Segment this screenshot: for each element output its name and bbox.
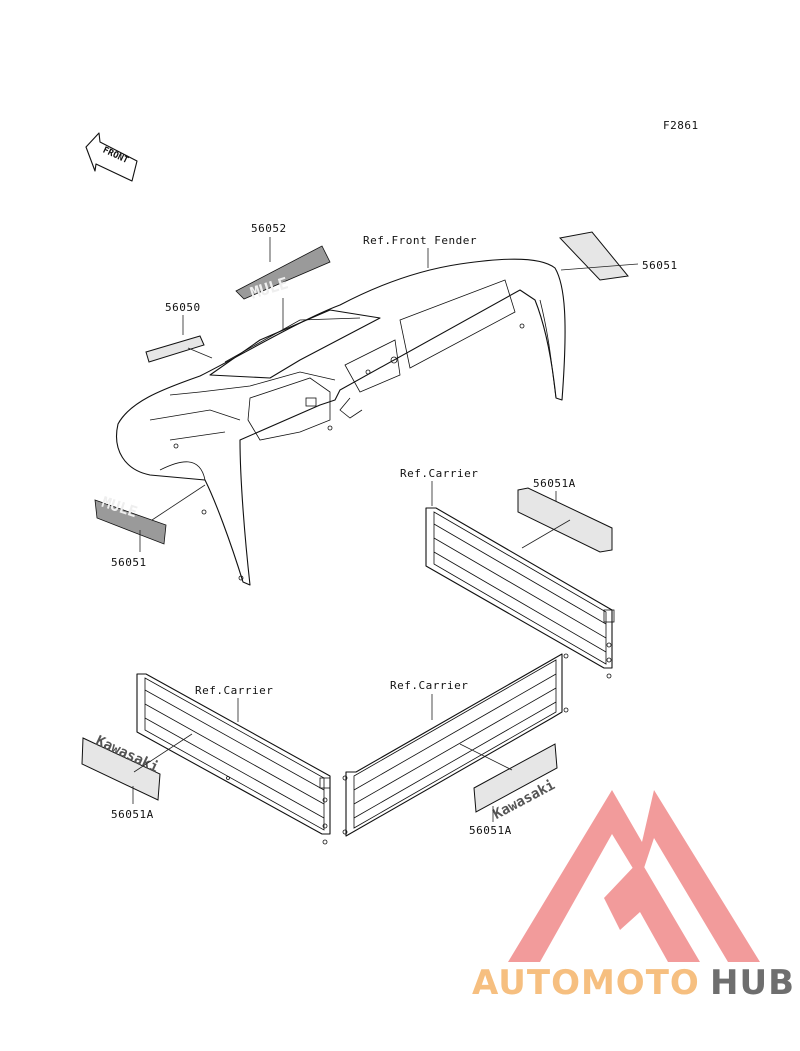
ref-front-fender-label: Ref.Front Fender: [363, 234, 477, 247]
front-arrow-icon: FRONT: [85, 132, 138, 182]
automotohub-logo: AUTOMOTO HUB: [472, 790, 795, 1003]
label-56050: 56050: [165, 301, 201, 314]
decal-56051-top: [559, 231, 629, 281]
mule-decal-side: MULE: [94, 493, 167, 545]
mule-decal-front: MULE: [235, 245, 331, 303]
label-56051a-center: 56051A: [469, 824, 512, 837]
carrier-panel-center: [342, 653, 569, 837]
carrier-panel-right: [425, 507, 615, 679]
label-56051-left: 56051: [111, 556, 147, 569]
carrier-panel-left: [136, 673, 331, 845]
decal-56051a-right: [517, 487, 613, 553]
watermark-text-hub: HUB: [710, 963, 795, 1003]
decal-56050: [145, 335, 205, 363]
kawasaki-decal-left: Kawasaki: [81, 733, 161, 801]
label-56052: 56052: [251, 222, 287, 235]
watermark-text-automoto: AUTOMOTO: [472, 963, 700, 1003]
label-56051a-right: 56051A: [533, 477, 576, 490]
figure-code: F2861: [663, 119, 699, 132]
ref-carrier-left-label: Ref.Carrier: [195, 684, 273, 697]
label-56051a-left: 56051A: [111, 808, 154, 821]
ref-carrier-center-label: Ref.Carrier: [390, 679, 468, 692]
mule-decal-front-text: MULE: [248, 273, 290, 302]
label-56051-top: 56051: [642, 259, 678, 272]
ref-carrier-right-label: Ref.Carrier: [400, 467, 478, 480]
front-fender-part: [116, 258, 566, 586]
front-arrow-label: FRONT: [101, 146, 130, 167]
